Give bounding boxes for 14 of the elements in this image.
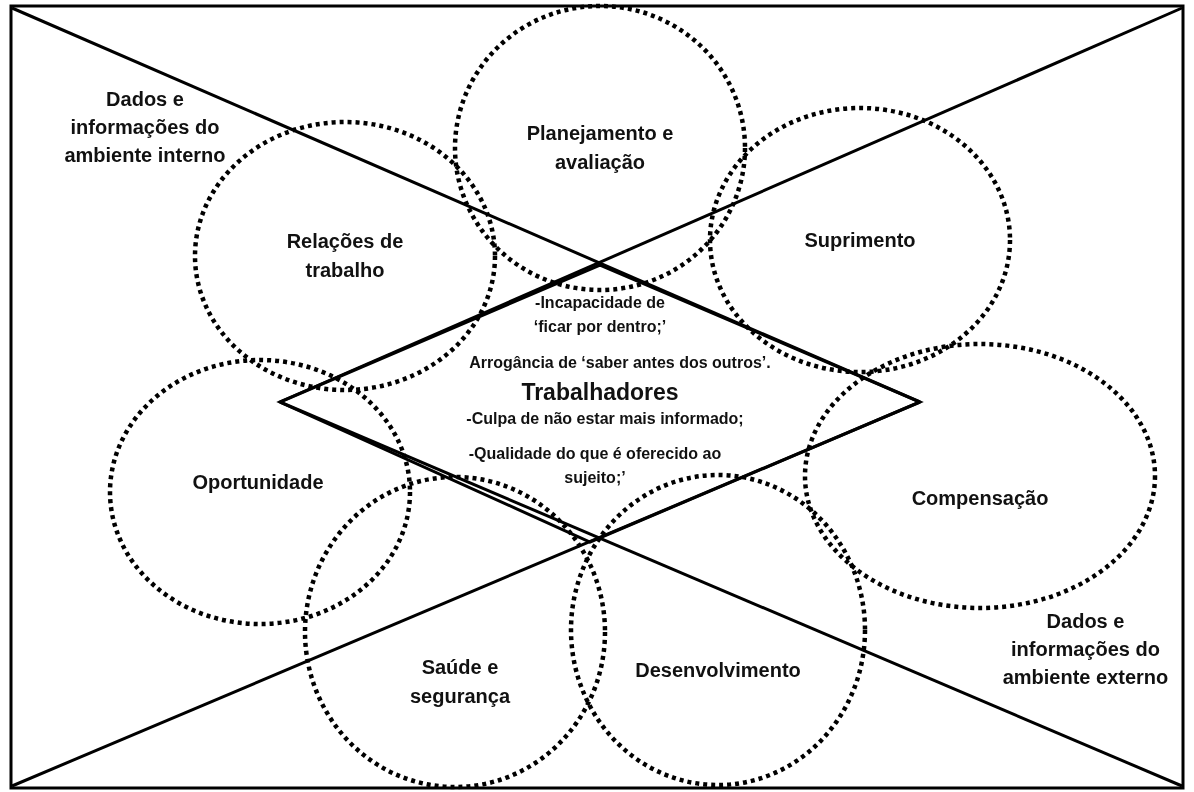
circle-label: Compensação	[910, 485, 1050, 511]
circle-label: Desenvolvimento	[634, 657, 802, 683]
bullet-text: -Culpa de não estar mais informado;	[465, 409, 745, 429]
bullet-text: -Qualidade do que é oferecido ao sujeito;’	[467, 444, 723, 488]
circle-label: Saúde e segurança	[408, 655, 512, 709]
bullet-text: Arrogância de ‘saber antes dos outros’.	[468, 353, 772, 373]
bullet-text: -Incapacidade de ‘ficar por dentro;’	[532, 293, 668, 337]
circle-label: Suprimento	[803, 227, 917, 253]
note-text: Dados e informações do ambiente interno	[63, 87, 227, 168]
node-title: Trabalhadores	[520, 378, 680, 407]
note-text: Dados e informações do ambiente externo	[1001, 609, 1170, 690]
circle-label: Planejamento e avaliação	[525, 121, 675, 175]
circle-label: Oportunidade	[191, 469, 325, 495]
circle-label: Relações de trabalho	[285, 229, 405, 283]
